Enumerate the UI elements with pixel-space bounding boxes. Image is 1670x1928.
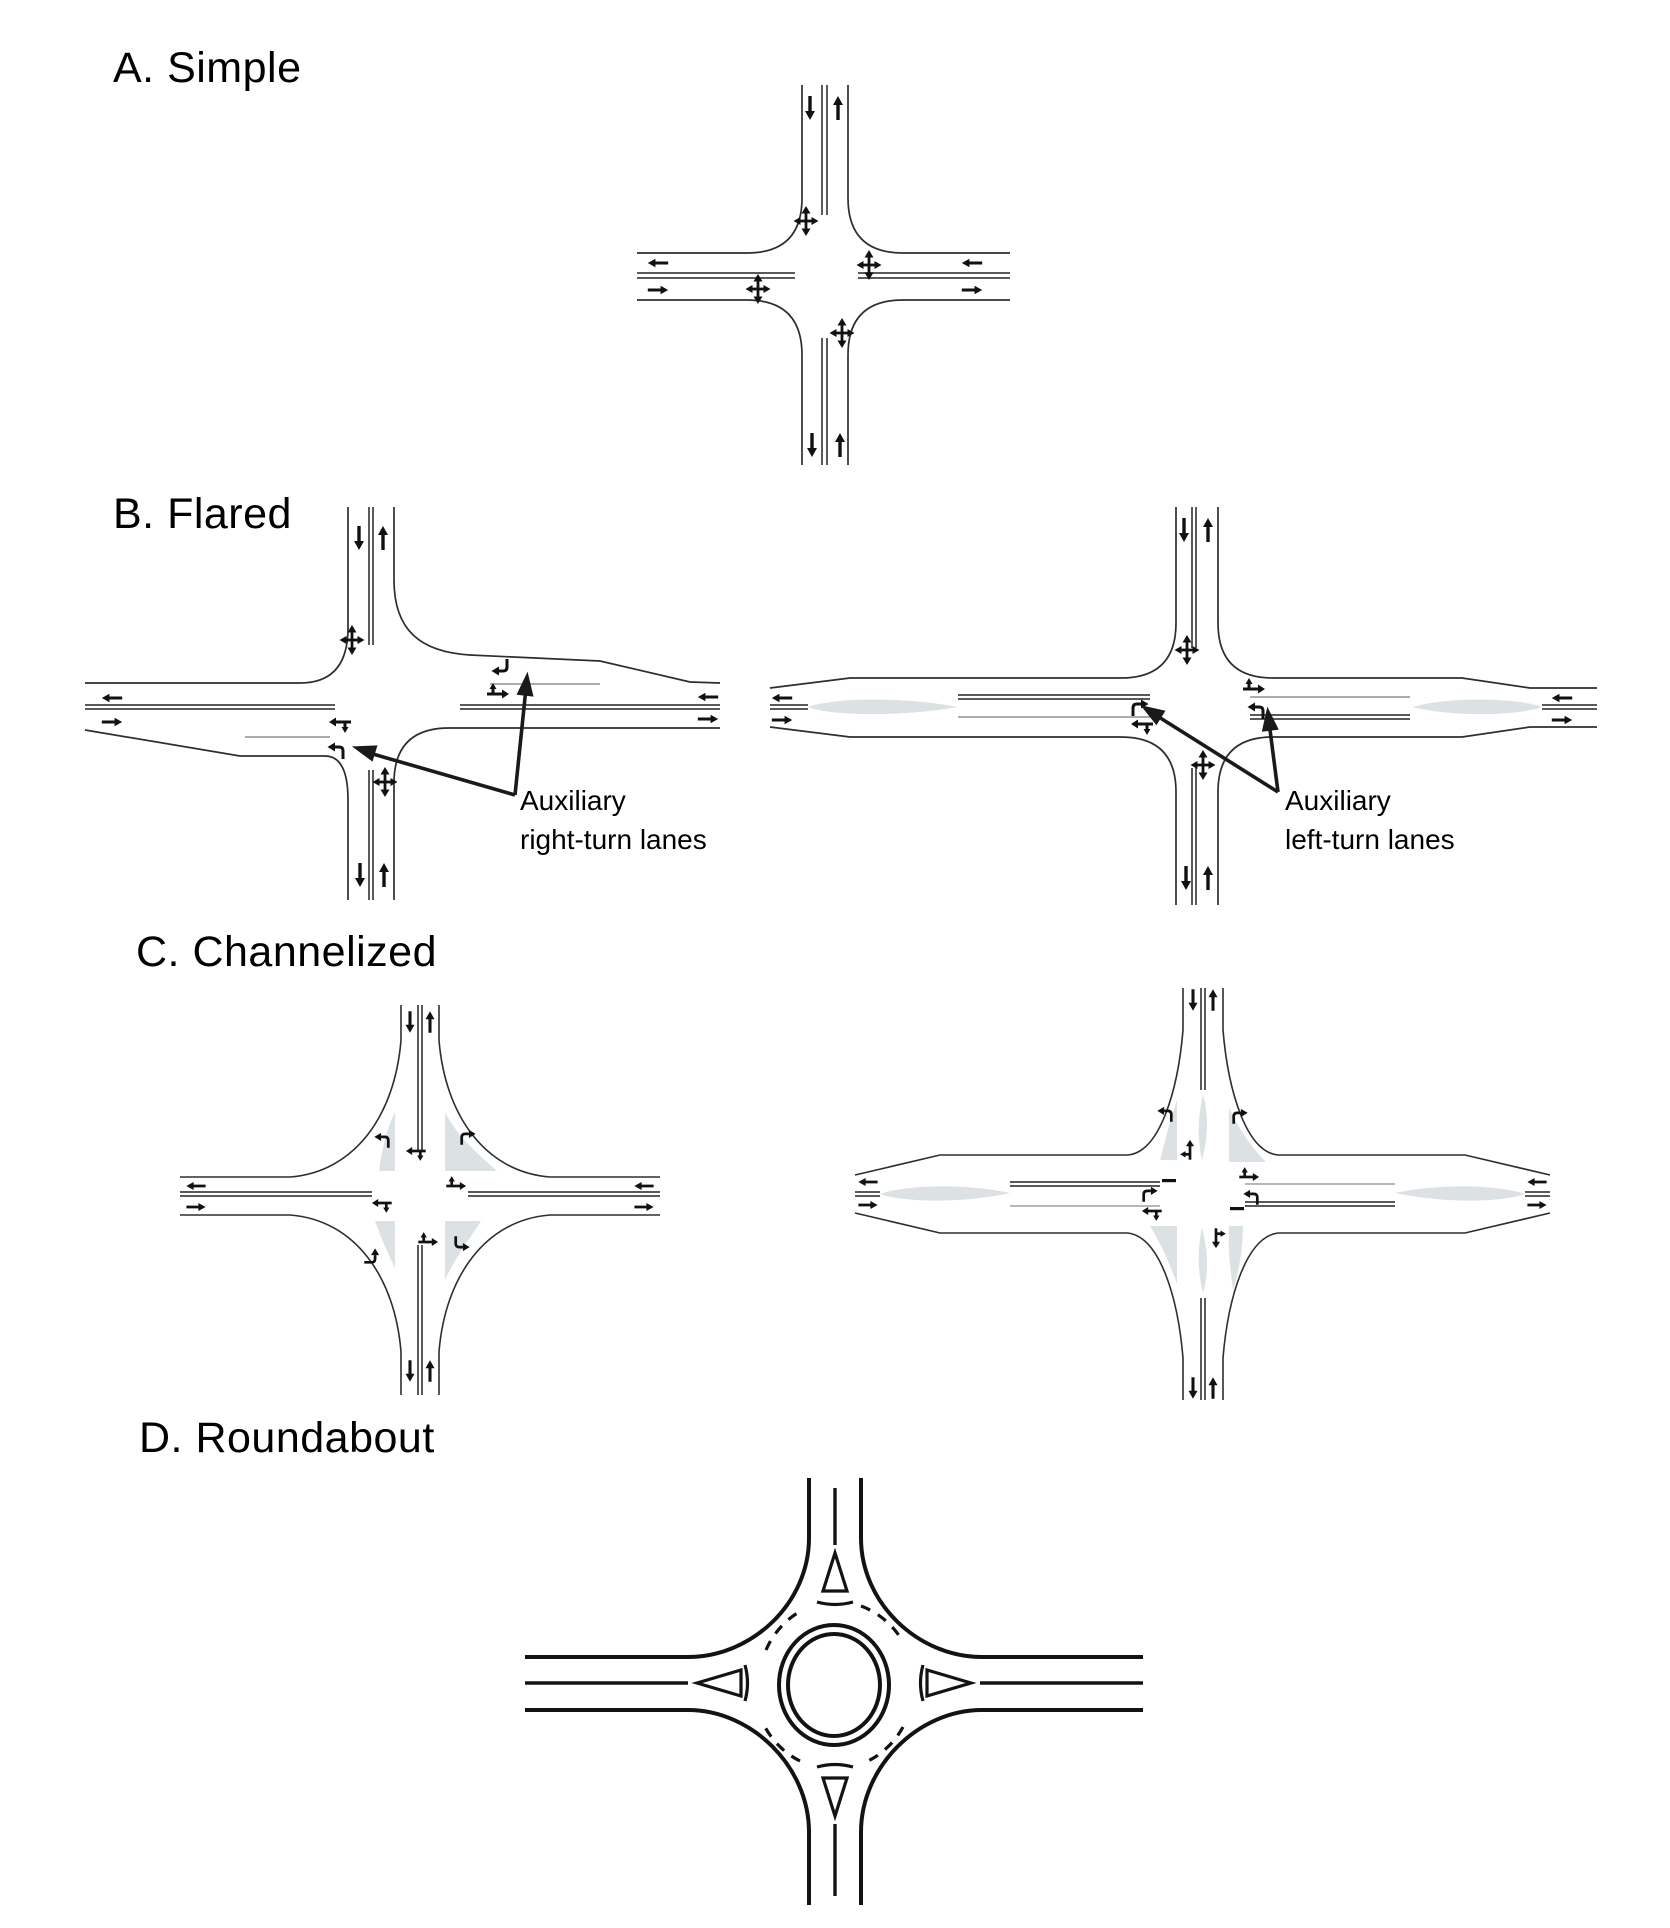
channelized-left-turn-intersection-diagram: [854, 988, 1551, 1400]
chan-r-centerlines: [855, 988, 1550, 1400]
roundabout-yield-lines: [743, 1600, 925, 1769]
flared-lt-movement-cross-arrows: [1174, 635, 1216, 780]
roundabout-outer-edges: [525, 1478, 1143, 1905]
section-b-title: B. Flared: [113, 490, 292, 538]
simple-road-edges: [637, 85, 1010, 465]
right-turn-lanes-annotation: Auxiliary right-turn lanes: [520, 781, 707, 859]
chan-r-stop-bars: [1162, 1179, 1244, 1211]
flared-left-turn-intersection-diagram: [769, 507, 1597, 905]
left-turn-leader-arrows: [1140, 701, 1280, 794]
flared-right-turn-intersection-diagram: [84, 507, 721, 900]
flared-rt-centerlines: [85, 507, 720, 900]
simple-centerlines: [637, 85, 1010, 465]
flared-rt-aux-lane-lines: [245, 683, 600, 738]
left-turn-lanes-annotation: Auxiliary left-turn lanes: [1285, 781, 1455, 859]
chan-l-road-edges: [180, 1005, 660, 1395]
right-turn-annotation-line1: Auxiliary: [520, 785, 626, 816]
flared-lt-pocket-lane-lines: [958, 696, 1410, 718]
flared-rt-road-edges: [84, 507, 721, 900]
flared-lt-median-islands: [808, 699, 1542, 715]
roundabout-splitter-islands: [691, 1547, 977, 1822]
left-turn-annotation-line1: Auxiliary: [1285, 785, 1391, 816]
chan-r-pocket-lane-lines: [1010, 1183, 1395, 1207]
simple-lane-arrows: [647, 96, 983, 457]
section-c-title: C. Channelized: [136, 928, 438, 976]
section-a-title: A. Simple: [113, 44, 302, 92]
roundabout-diagram: [525, 1478, 1143, 1905]
simple-intersection-diagram: [637, 85, 1010, 465]
roundabout-median-lines: [525, 1488, 1143, 1896]
chan-l-centerlines: [180, 1005, 660, 1395]
chan-r-islands: [880, 1095, 1525, 1293]
roundabout-dashed-circulating-edge: [763, 1604, 905, 1763]
chan-r-road-edges: [854, 988, 1551, 1400]
flared-lt-turn-markings: [1129, 676, 1267, 737]
left-turn-annotation-line2: left-turn lanes: [1285, 824, 1455, 855]
right-turn-leader-arrows: [353, 674, 535, 797]
channelized-basic-intersection-diagram: [180, 1005, 660, 1395]
right-turn-annotation-line2: right-turn lanes: [520, 824, 707, 855]
flared-lt-road-edges: [769, 507, 1597, 905]
flared-lt-centerlines: [770, 507, 1597, 905]
roundabout-central-island: [777, 1623, 891, 1747]
section-d-title: D. Roundabout: [139, 1414, 435, 1462]
